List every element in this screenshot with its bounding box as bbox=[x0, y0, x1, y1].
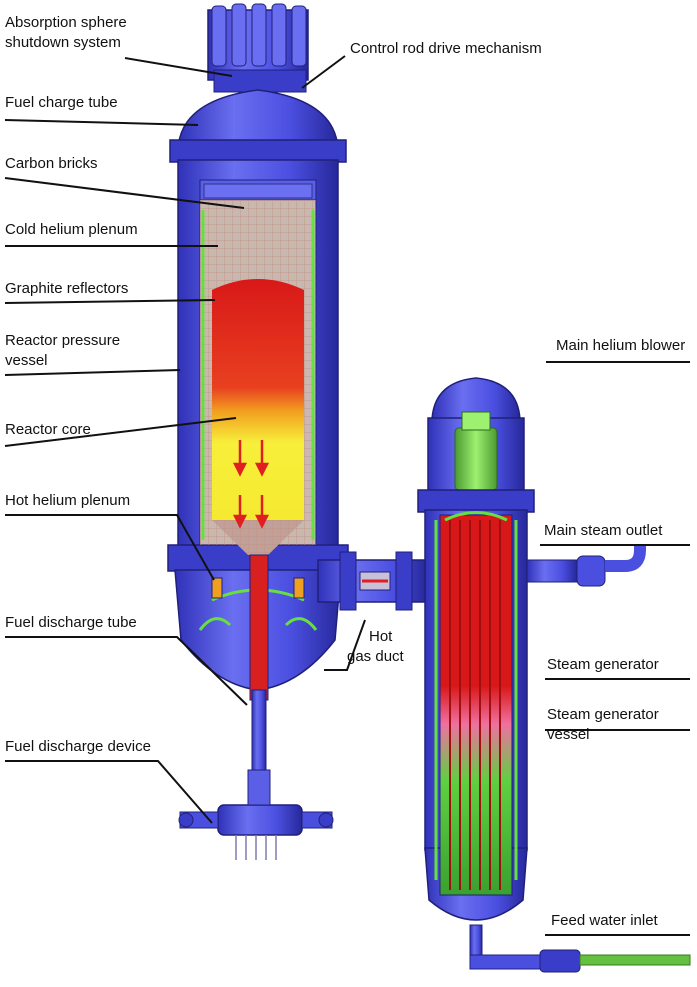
label-absorption-sphere-line2: shutdown system bbox=[5, 34, 121, 51]
discharge-legs bbox=[235, 835, 277, 860]
label-reactor-core: Reactor core bbox=[5, 421, 91, 438]
label-sg-vessel-line2: vessel bbox=[547, 726, 590, 743]
label-carbon-bricks: Carbon bricks bbox=[5, 155, 98, 172]
hot-gas-duct bbox=[317, 551, 427, 611]
label-fuel-charge-tube: Fuel charge tube bbox=[5, 94, 118, 111]
label-fuel-discharge-device: Fuel discharge device bbox=[5, 738, 151, 755]
label-control-rod-drive: Control rod drive mechanism bbox=[350, 40, 542, 57]
label-absorption-sphere-line1: Absorption sphere bbox=[5, 14, 127, 31]
label-main-helium-blower: Main helium blower bbox=[556, 337, 686, 354]
steam-generator-vessel bbox=[417, 377, 691, 973]
label-hot-gas-duct-line1: Hot bbox=[369, 628, 393, 645]
sg-tube-bundle bbox=[449, 520, 501, 890]
label-graphite-reflectors: Graphite reflectors bbox=[5, 280, 129, 297]
label-sg-vessel-line1: Steam generator bbox=[547, 706, 659, 723]
label-feed-water-inlet: Feed water inlet bbox=[551, 912, 658, 929]
control-rod-drives bbox=[207, 3, 309, 93]
label-steam-generator: Steam generator bbox=[547, 656, 659, 673]
label-rpv-line1: Reactor pressure bbox=[5, 332, 121, 349]
sg-helium-lines bbox=[434, 511, 518, 880]
label-rpv-line2: vessel bbox=[5, 352, 48, 369]
leader-lines bbox=[4, 55, 690, 936]
label-cold-helium-plenum: Cold helium plenum bbox=[5, 221, 138, 238]
label-fuel-discharge-tube: Fuel discharge tube bbox=[5, 614, 137, 631]
label-hot-helium-plenum: Hot helium plenum bbox=[5, 492, 131, 509]
label-main-steam-outlet: Main steam outlet bbox=[544, 522, 663, 539]
label-hot-gas-duct-line2: gas duct bbox=[347, 648, 404, 665]
flow-arrows-core bbox=[232, 440, 270, 529]
reactor-pressure-vessel bbox=[167, 3, 349, 860]
